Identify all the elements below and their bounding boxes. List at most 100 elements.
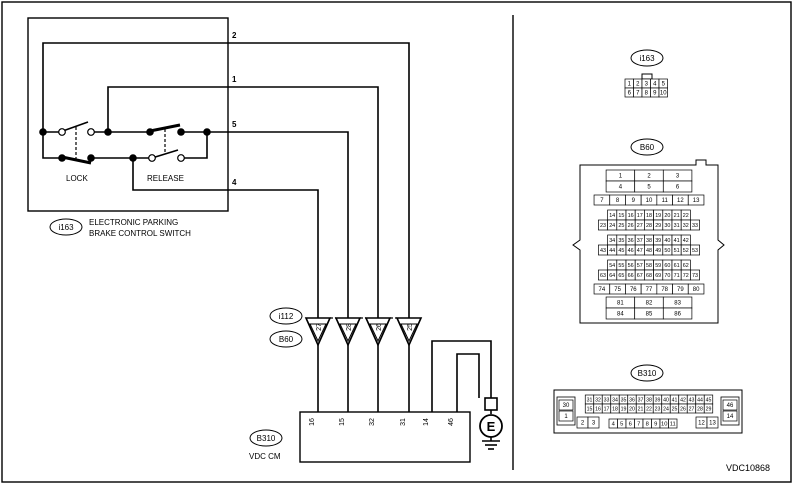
pin-number: 1 [564,414,568,420]
pin-number: 5 [647,185,651,191]
pin-cell [690,219,700,231]
pin-number: 10 [661,422,667,428]
pin-number: 8 [645,91,649,97]
side-block [720,396,740,426]
pin-number: 72 [683,273,689,279]
svg-text:B60: B60 [279,335,294,344]
pin-cell [722,410,738,422]
pin-number: 52 [683,248,689,254]
pin-number: 22 [683,213,689,219]
pin-number: 7 [600,198,604,204]
pin-number: 32 [683,223,689,229]
pin-number: 20 [629,406,635,412]
switch-housing [27,17,229,212]
pin-number: 57 [637,263,643,269]
pin-number: 22 [646,406,652,412]
pin-number: 15 [618,213,624,219]
pin-number: 63 [600,273,606,279]
pin-number: 61 [674,263,680,269]
pin-number: 36 [628,238,634,244]
pin-number: 64 [609,273,615,279]
pin-number: 6 [676,185,680,191]
pin-number: 25 [672,406,678,412]
pin-number: 6 [628,91,632,97]
pin-number: 83 [674,301,681,307]
pin-cell [722,399,738,411]
pin-number: 70 [664,273,670,279]
pin-number: 85 [646,312,653,318]
pin-cell [690,244,700,256]
svg-text:B310: B310 [257,434,276,443]
vdc-pin-31: 31 [400,418,407,426]
pin-number: 44 [697,397,703,403]
pin-number: 39 [655,238,661,244]
pin-number: 41 [672,397,678,403]
pin-number: 3 [645,82,649,88]
switch-name-line2: BRAKE CONTROL SWITCH [89,229,191,238]
pin-number: 1 [628,82,632,88]
joint-pin-27: 27 [316,323,323,331]
pin-number: 2 [581,421,585,427]
pin-number: 34 [612,397,618,403]
pin-number: 32 [595,397,601,403]
pin-cell [662,307,693,320]
joint-connector: 27 28 26 25 [304,317,423,347]
pin-number: 45 [618,248,624,254]
pin-number: 28 [646,223,652,229]
pin-number: 4 [653,82,657,88]
vdc-pin-32: 32 [369,418,376,426]
pin-number: 9 [653,91,657,97]
joint-pin-26: 26 [376,323,383,331]
pin-number: 69 [655,273,661,279]
pin-number: 71 [674,273,680,279]
pin-number: 56 [628,263,634,269]
pin-number: 29 [706,406,712,412]
pin-number: 43 [689,397,695,403]
pin-cell [706,416,719,429]
pin-number: 16 [595,406,601,412]
pin-number: 27 [689,406,695,412]
side-block [556,396,576,426]
pin-cell [587,416,600,429]
pin-number: 5 [662,82,666,88]
pin-number: 6 [629,422,632,428]
pin-number: 19 [621,406,627,412]
pin-cell [668,418,678,429]
vdc-pin-46: 46 [448,418,455,426]
wires-to-vdc [317,340,492,412]
pin-number: 75 [614,287,621,293]
svg-text:i163: i163 [58,223,74,232]
pin-number: 11 [662,198,669,204]
pin-number: 40 [663,397,669,403]
wire-5: 5 [207,120,349,318]
pin-number: 58 [646,263,652,269]
pin-number: 13 [709,421,716,427]
pin-number: 45 [706,397,712,403]
pin-number: 49 [655,248,661,254]
vdc-pin-15: 15 [339,418,346,426]
pin-cell [703,403,714,414]
pin-number: 12 [677,198,684,204]
pin-number: 17 [604,406,610,412]
pin-number: 65 [618,273,624,279]
pin-number: 50 [664,248,670,254]
pin-number: 20 [664,213,670,219]
vdc-cm-box [299,411,471,463]
pin-number: 24 [609,223,615,229]
pin-number: 29 [655,223,661,229]
pin-number: 31 [587,397,593,403]
pin-number: 1 [619,174,623,180]
pin-cell [687,194,705,206]
pin-number: 38 [646,397,652,403]
pin-number: 35 [621,397,627,403]
b60-tag: B60 [640,143,655,152]
pin-number: 78 [661,287,668,293]
pin-number: 31 [674,223,680,229]
pin-number: 15 [587,406,593,412]
pin-number: 21 [674,213,680,219]
pin-number: 28 [697,406,703,412]
